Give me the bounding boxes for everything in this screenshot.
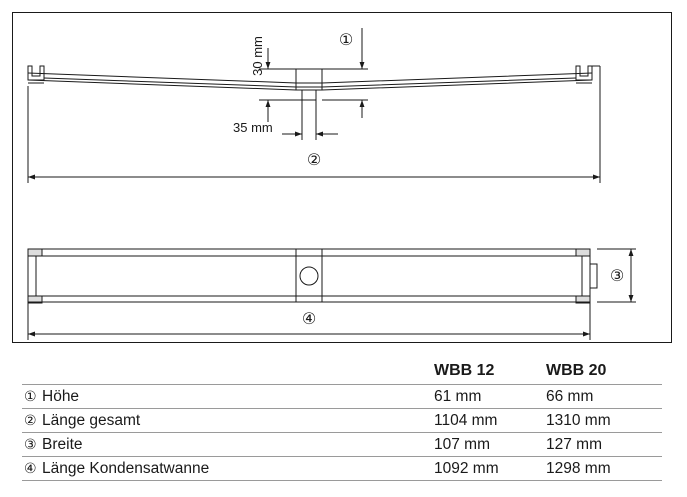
callout-3: ③ (610, 268, 624, 285)
row-number: ③ (24, 435, 37, 452)
table-row: ④ Länge Kondensatwanne 1092 mm 1298 mm (22, 456, 662, 481)
callout-1-top: ① (339, 32, 353, 49)
dimension-1-height (322, 28, 368, 118)
table-header: WBB 12 WBB 20 (22, 357, 662, 385)
drain-hole (299, 266, 319, 286)
tray-profile-top (27, 72, 593, 84)
row-label: Länge gesamt (42, 411, 141, 429)
tray-profile-bottom (27, 79, 593, 91)
row-value-wbb12: 107 mm (434, 432, 546, 457)
dimension-30mm (259, 48, 302, 122)
tray-outline (27, 248, 591, 303)
row-value-wbb20: 127 mm (546, 432, 662, 457)
top-view (27, 248, 598, 304)
row-value-wbb12: 1104 mm (434, 408, 546, 433)
technical-drawing: 30 mm 35 mm ① ② (12, 12, 672, 343)
callout-2: ② (307, 152, 321, 169)
row-value-wbb20: 1298 mm (546, 456, 662, 481)
dimension-35mm (282, 100, 338, 140)
dimension-35mm-label: 35 mm (233, 120, 273, 135)
header-wbb20: WBB 20 (546, 361, 607, 379)
row-label: Länge Kondensatwanne (42, 459, 210, 477)
row-value-wbb12: 1092 mm (434, 456, 546, 481)
row-number: ② (24, 411, 37, 428)
row-number: ④ (24, 459, 37, 476)
right-bracket (589, 263, 598, 289)
dimension-30mm-label: 30 mm (250, 36, 265, 76)
table-row: ③ Breite 107 mm 127 mm (22, 432, 662, 457)
row-number: ① (24, 387, 37, 404)
spec-table: WBB 12 WBB 20 ① Höhe 61 mm 66 mm ② Länge g… (22, 357, 662, 481)
row-value-wbb12: 61 mm (434, 384, 546, 409)
header-wbb12: WBB 12 (434, 361, 495, 379)
dimension-3-width (597, 248, 636, 303)
dimension-2-length (27, 66, 601, 183)
table-row: ② Länge gesamt 1104 mm 1310 mm (22, 408, 662, 433)
row-label: Breite (42, 435, 83, 453)
table-row: ① Höhe 61 mm 66 mm (22, 384, 662, 409)
header-label (22, 357, 434, 385)
row-label: Höhe (42, 387, 80, 405)
callout-4: ④ (302, 311, 316, 328)
dimension-4-tray-length (27, 302, 591, 340)
row-value-wbb20: 66 mm (546, 384, 662, 409)
row-value-wbb20: 1310 mm (546, 408, 662, 433)
drawing-frame (12, 12, 672, 343)
side-view (27, 65, 600, 101)
